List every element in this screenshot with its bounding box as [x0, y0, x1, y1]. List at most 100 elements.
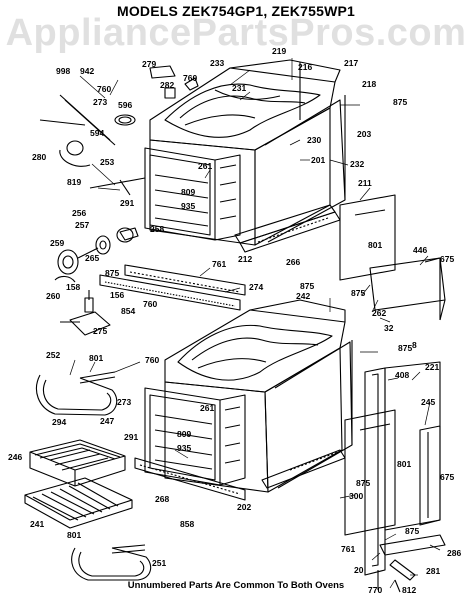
- part-label-275: 275: [93, 326, 107, 336]
- part-label-801: 801: [67, 530, 81, 540]
- part-label-246: 246: [8, 452, 22, 462]
- broiler-pan: [29, 439, 126, 487]
- part-label-858: 858: [180, 519, 194, 529]
- lower-oven-cavity: [144, 387, 246, 486]
- part-label-221: 221: [425, 362, 439, 372]
- upper-bottom-rails: [234, 204, 341, 253]
- part-label-241: 241: [30, 519, 44, 529]
- part-label-935: 935: [181, 201, 195, 211]
- part-label-935: 935: [177, 443, 191, 453]
- part-label-291: 291: [120, 198, 134, 208]
- part-label-258: 258: [150, 224, 164, 234]
- bracket-446: [369, 257, 446, 311]
- part-label-875: 875: [351, 288, 365, 298]
- part-label-596: 596: [118, 100, 132, 110]
- part-label-875: 875: [105, 268, 119, 278]
- part-label-230: 230: [307, 135, 321, 145]
- part-label-294: 294: [52, 417, 66, 427]
- part-label-247: 247: [100, 416, 114, 426]
- switch-assembly: [60, 290, 111, 336]
- part-label-801: 801: [368, 240, 382, 250]
- part-label-274: 274: [249, 282, 263, 292]
- part-label-280: 280: [32, 152, 46, 162]
- part-label-256: 256: [72, 208, 86, 218]
- part-label-801: 801: [89, 353, 103, 363]
- part-label-875: 875: [356, 478, 370, 488]
- part-label-261: 261: [198, 161, 212, 171]
- part-label-262: 262: [372, 308, 386, 318]
- part-label-760: 760: [183, 73, 197, 83]
- part-label-20: 20: [354, 565, 364, 575]
- watermark: AppliancePartsPros.com: [5, 12, 467, 54]
- part-label-875: 875: [393, 97, 407, 107]
- part-label-760: 760: [145, 355, 159, 365]
- bake-element: [36, 371, 118, 416]
- part-label-300: 300: [349, 491, 363, 501]
- part-label-253: 253: [100, 157, 114, 167]
- upper-oven-cavity: [144, 147, 241, 241]
- control-parts: [54, 227, 139, 283]
- part-label-202: 202: [237, 502, 251, 512]
- part-label-812: 812: [402, 585, 416, 595]
- part-label-261: 261: [200, 403, 214, 413]
- part-label-809: 809: [181, 187, 195, 197]
- part-label-252: 252: [46, 350, 60, 360]
- oven-rack: [24, 477, 133, 529]
- part-label-408: 408: [395, 370, 409, 380]
- part-label-819: 819: [67, 177, 81, 187]
- sensor-rod: [89, 177, 146, 189]
- part-label-268: 268: [155, 494, 169, 504]
- part-label-942: 942: [80, 66, 94, 76]
- part-label-760: 760: [97, 84, 111, 94]
- part-label-260: 260: [46, 291, 60, 301]
- upper-side-panel: [339, 194, 396, 281]
- part-label-875: 875: [398, 343, 412, 353]
- part-label-257: 257: [75, 220, 89, 230]
- part-label-251: 251: [152, 558, 166, 568]
- lower-oven-top: [164, 299, 346, 393]
- part-label-854: 854: [121, 306, 135, 316]
- lower-oven-body: [164, 340, 353, 493]
- part-label-446: 446: [413, 245, 427, 255]
- part-label-232: 232: [350, 159, 364, 169]
- part-label-242: 242: [296, 291, 310, 301]
- leader-lines: [69, 58, 441, 589]
- part-label-281: 281: [426, 566, 440, 576]
- part-label-259: 259: [50, 238, 64, 248]
- part-label-201: 201: [311, 155, 325, 165]
- part-label-282: 282: [160, 80, 174, 90]
- part-label-212: 212: [238, 254, 252, 264]
- part-label-809: 809: [177, 429, 191, 439]
- part-label-675: 675: [440, 254, 454, 264]
- lower-front-trim: [134, 457, 246, 501]
- part-label-291: 291: [124, 432, 138, 442]
- part-label-218: 218: [362, 79, 376, 89]
- part-label-761: 761: [212, 259, 226, 269]
- part-label-8: 8: [412, 340, 417, 350]
- part-label-286: 286: [447, 548, 461, 558]
- upper-oven-body: [149, 59, 346, 246]
- part-label-233: 233: [210, 58, 224, 68]
- part-label-156: 156: [110, 290, 124, 300]
- part-label-998: 998: [56, 66, 70, 76]
- part-label-875: 875: [405, 526, 419, 536]
- part-label-266: 266: [286, 257, 300, 267]
- vent-trims: [99, 264, 246, 311]
- part-label-245: 245: [421, 397, 435, 407]
- bottom-right-parts: [377, 534, 446, 593]
- part-label-203: 203: [357, 129, 371, 139]
- part-label-675: 675: [440, 472, 454, 482]
- part-label-211: 211: [358, 178, 372, 188]
- part-label-875: 875: [300, 281, 314, 291]
- part-label-761: 761: [341, 544, 355, 554]
- diagram-footnote: Unnumbered Parts Are Common To Both Oven…: [127, 580, 345, 591]
- part-label-217: 217: [344, 58, 358, 68]
- part-label-760: 760: [143, 299, 157, 309]
- part-label-594: 594: [90, 128, 104, 138]
- part-label-216: 216: [298, 62, 312, 72]
- part-label-158: 158: [66, 282, 80, 292]
- diagram-title: MODELS ZEK754GP1, ZEK755WP1: [116, 3, 356, 19]
